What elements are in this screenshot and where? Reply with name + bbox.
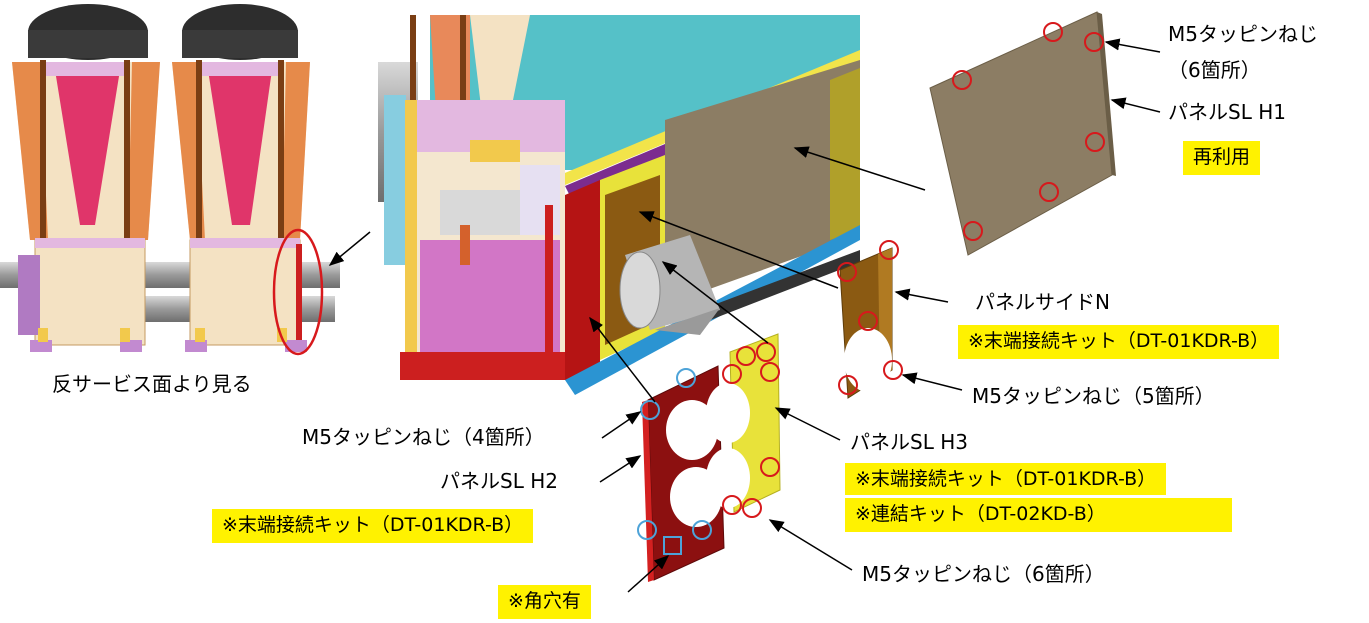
reverse-view-caption: 反サービス面より見る	[52, 372, 252, 396]
screw-marker	[879, 240, 899, 260]
screw-marker	[722, 495, 742, 515]
panel-sl-h2	[637, 365, 725, 582]
screw-marker	[1085, 132, 1105, 152]
panel-side-n	[837, 240, 903, 399]
focus-arrow	[328, 231, 371, 266]
screw-marker	[838, 375, 858, 395]
screw-marker	[742, 498, 762, 518]
focus-ellipse	[272, 228, 324, 356]
kit-h2-badge: ※末端接続キット（DT-01KDR-B）	[212, 509, 534, 543]
screw-marker	[837, 262, 857, 282]
screw-h2-label: M5タッピンねじ（4箇所）	[302, 425, 545, 449]
screw-marker	[1084, 32, 1104, 52]
screw-marker	[640, 400, 660, 420]
kit-h3-badge-1: ※末端接続キット（DT-01KDR-B）	[845, 463, 1167, 495]
screw-marker	[858, 311, 878, 331]
screw-marker	[963, 221, 983, 241]
screw-marker	[692, 520, 712, 540]
screw-top-count-label: （6箇所）	[1168, 58, 1261, 82]
screw-marker	[756, 342, 776, 362]
screw-marker	[952, 70, 972, 90]
screw-marker	[760, 457, 780, 477]
panel-side-n-label: パネルサイドN	[975, 290, 1110, 314]
kit-side-n-badge: ※末端接続キット（DT-01KDR-B）	[958, 325, 1280, 359]
panel-sl-h1	[929, 11, 1116, 256]
panel-h2-label: パネルSL H2	[440, 469, 558, 493]
kit-h3-badge-2: ※連結キット（DT-02KD-B）	[845, 498, 1232, 532]
screw-marker	[760, 362, 780, 382]
screw-marker	[736, 346, 756, 366]
screw-marker	[1043, 22, 1063, 42]
unit-b	[172, 4, 310, 352]
panel-sl-h3	[706, 333, 781, 518]
screw-side-n-label: M5タッピンねじ（5箇所）	[972, 384, 1215, 408]
screw-marker	[637, 520, 657, 540]
reverse-side-unit-views	[0, 4, 371, 356]
screw-top-label: M5タッピンねじ	[1168, 22, 1318, 46]
screw-h3-label: M5タッピンねじ（6箇所）	[862, 562, 1105, 586]
panel-h3-label: パネルSL H3	[850, 430, 968, 454]
screw-marker	[1039, 182, 1059, 202]
unit-closeup	[378, 15, 860, 395]
screw-marker	[883, 360, 903, 380]
screw-marker	[676, 368, 696, 388]
square-hole-badge: ※角穴有	[498, 585, 591, 619]
unit-a	[12, 4, 160, 352]
leader-lines	[589, 38, 1161, 593]
panel-h1-label: パネルSL H1	[1168, 100, 1286, 124]
screw-marker	[722, 364, 742, 384]
square-hole-marker	[663, 536, 682, 555]
reuse-badge: 再利用	[1183, 141, 1261, 175]
